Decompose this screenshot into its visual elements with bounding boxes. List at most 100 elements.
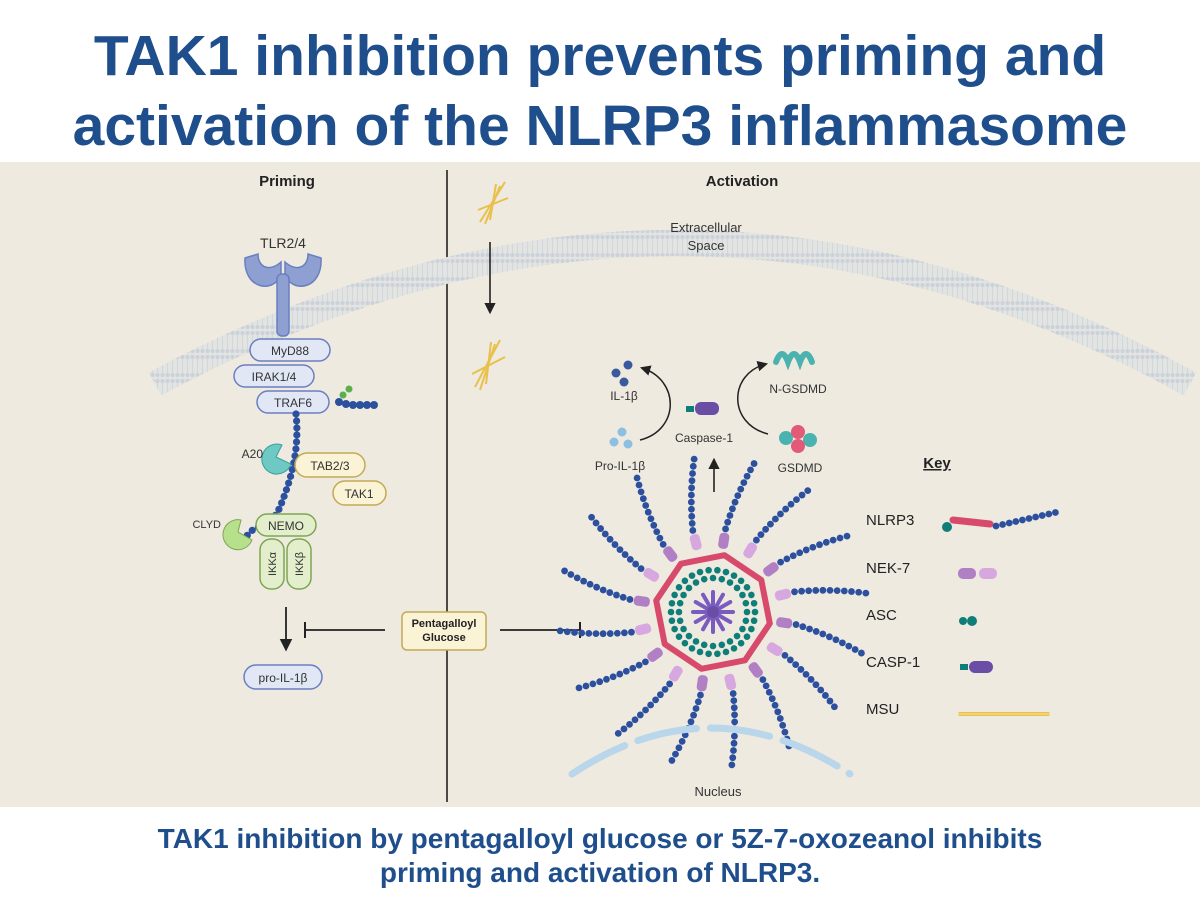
asc-bead [739,591,746,599]
lrr-bead [836,534,844,542]
key-nlrp3-bead [1019,516,1026,524]
lrr-bead [787,500,795,508]
lrr-bead [652,696,659,704]
key-label-nlrp3: NLRP3 [866,512,914,529]
lrr-bead [628,628,635,636]
key-nlrp3-bead [1045,510,1053,518]
ubiquitin-bead [280,492,288,500]
nlrp3-spoke [724,673,739,769]
lrr-bead [809,543,817,551]
lrr-bead [729,505,736,513]
asc-bead [737,577,745,585]
lrr-bead [697,691,704,699]
lrr-bead [616,670,624,678]
key-label-msu: MSU [866,701,899,718]
asc-bead [692,638,700,645]
lrr-bead [762,525,770,533]
nlrp3-pathway-diagram: Priming Activation Extracellular Space T… [0,162,1200,807]
lrr-bead [661,685,669,693]
lrr-bead [792,621,800,628]
asc-bead [739,625,746,633]
asc-bead [700,641,708,649]
lrr-bead [619,593,627,601]
lrr-bead [613,629,621,637]
cell-membrane-shade [148,230,1197,396]
nlrp3-spoke [687,455,702,551]
lrr-bead [606,589,614,596]
activation-heading: Activation [706,173,779,190]
asc-bead [681,577,689,585]
key-nlrp3-bead [992,522,1000,530]
lrr-bead [829,536,837,544]
lrr-bead [675,744,683,752]
asc-bead [718,641,726,649]
lrr-bead [819,586,827,594]
key-nlrp3-bead [999,521,1006,528]
lrr-bead [622,667,630,675]
asc-bead [681,639,689,647]
n-gsdmd-label: N-GSDMD [769,382,827,396]
inhibitor-line-2: Glucose [422,632,465,644]
lrr-bead [687,498,695,506]
nek7-subunit [647,647,663,662]
lrr-bead [689,527,697,534]
nlrp3-spoke [766,642,838,711]
lrr-bead [843,532,851,540]
lrr-bead [789,552,797,560]
gsdmd-icon [779,425,817,453]
ubiquitin-bead [293,424,301,432]
lrr-bead [690,711,697,719]
nlrp3-spoke [763,532,851,577]
asc-bead [705,650,712,658]
nemo-label: NEMO [268,519,304,533]
asc-bead [722,568,730,576]
lrr-bead [858,649,865,657]
lrr-bead [694,698,702,706]
lrr-bead [647,701,655,709]
title-line-2: activation of the NLRP3 inflammasome [72,94,1128,158]
lrr-bead [637,565,645,573]
myd88-node: MyD88 [249,338,331,362]
lrr-bead [585,630,593,637]
asc-bead [667,608,675,616]
lrr-bead [601,530,609,538]
lrr-bead [678,737,686,745]
traf6-label: TRAF6 [274,396,312,410]
pro-il1b-label: pro-IL-1β [259,671,308,685]
lrr-bead [597,525,604,532]
lrr-bead [730,697,738,704]
extracellular-label-1: Extracellular [670,220,742,235]
lrr-bead [731,498,739,506]
lrr-bead [629,664,637,672]
lrr-bead [641,658,649,666]
lrr-bead [781,651,789,659]
lrr-bead [620,725,628,733]
lrr-bead [578,629,586,637]
nlrp3-spoke [561,567,650,607]
lrr-bead [743,472,751,480]
lrr-bead [822,692,829,699]
asc-bead [742,617,750,625]
asc-bead [750,617,758,625]
key-nlrp3-bead [1052,509,1059,516]
lrr-bead [740,479,748,487]
asc-bead [748,625,755,633]
title-line-1: TAK1 inhibition prevents priming and [93,24,1107,88]
lrr-bead [692,705,700,712]
lrr-bead [726,512,734,519]
lrr-bead [567,571,575,578]
lrr-bead [589,680,597,688]
asc-bead [714,650,721,658]
asc-bead [726,579,734,586]
a20-label: A20 [242,447,264,461]
ubiquitin-bead [285,479,293,487]
clyd-label: CLYD [192,519,221,531]
lrr-bead [777,558,785,566]
nek7-subunit [743,542,758,559]
lrr-bead [690,455,698,463]
key-msu-icon [958,712,1050,716]
nek7-subunit [766,642,783,657]
asc-bead [733,632,741,640]
lrr-bead [831,703,838,711]
asc-bead [675,584,683,591]
